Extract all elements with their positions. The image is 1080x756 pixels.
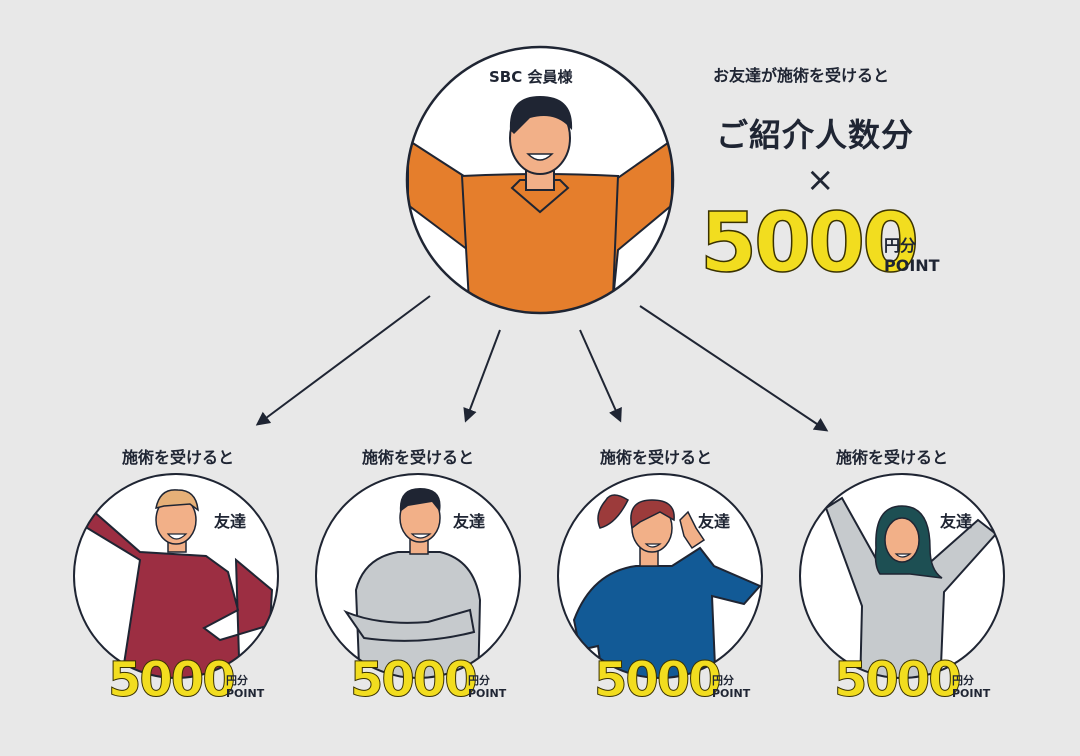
friend-4-unit-point: POINT <box>952 687 991 700</box>
friend-4-avatar <box>799 473 1005 679</box>
friend-4-condition: 施術を受けると <box>836 448 949 467</box>
friend-4-unit-yen: 円分 <box>952 674 974 687</box>
member-avatar <box>405 45 675 315</box>
friend-1-tag: 友達 <box>214 512 247 531</box>
friend-3-tag: 友達 <box>698 512 731 531</box>
friend-1-unit-point: POINT <box>226 687 265 700</box>
arrow-to-friend-4 <box>639 305 829 432</box>
member-label: SBC 会員様 <box>489 68 573 86</box>
friend-2-avatar <box>315 473 521 679</box>
headline-text: ご紹介人数分 <box>716 116 915 154</box>
multiply-sign: × <box>806 160 835 200</box>
main-unit-yen: 円分 <box>884 236 917 255</box>
main-unit-point: POINT <box>884 256 940 275</box>
friend-4-amount: 5000 <box>834 652 963 709</box>
friend-1-condition: 施術を受けると <box>122 448 235 467</box>
friend-3-condition: 施術を受けると <box>600 448 713 467</box>
friend-3-unit-point: POINT <box>712 687 751 700</box>
friend-2-condition: 施術を受けると <box>362 448 475 467</box>
friend-2-tag: 友達 <box>453 512 486 531</box>
friend-3-avatar <box>557 473 763 679</box>
arrow-to-friend-1 <box>255 295 431 426</box>
referral-arrows <box>255 295 829 432</box>
friend-2-unit-point: POINT <box>468 687 507 700</box>
friend-3-amount: 5000 <box>594 652 723 709</box>
friend-1-amount: 5000 <box>108 652 237 709</box>
main-point-amount: 5000 <box>699 195 920 292</box>
arrow-to-friend-3 <box>579 329 622 423</box>
arrow-to-friend-2 <box>463 329 501 423</box>
intro-text: お友達が施術を受けると <box>713 66 890 85</box>
friend-1-avatar <box>73 473 279 679</box>
friend-4-tag: 友達 <box>940 512 973 531</box>
friend-2-amount: 5000 <box>350 652 479 709</box>
friend-3-unit-yen: 円分 <box>712 674 734 687</box>
friend-1-unit-yen: 円分 <box>226 674 248 687</box>
friend-2-unit-yen: 円分 <box>468 674 490 687</box>
